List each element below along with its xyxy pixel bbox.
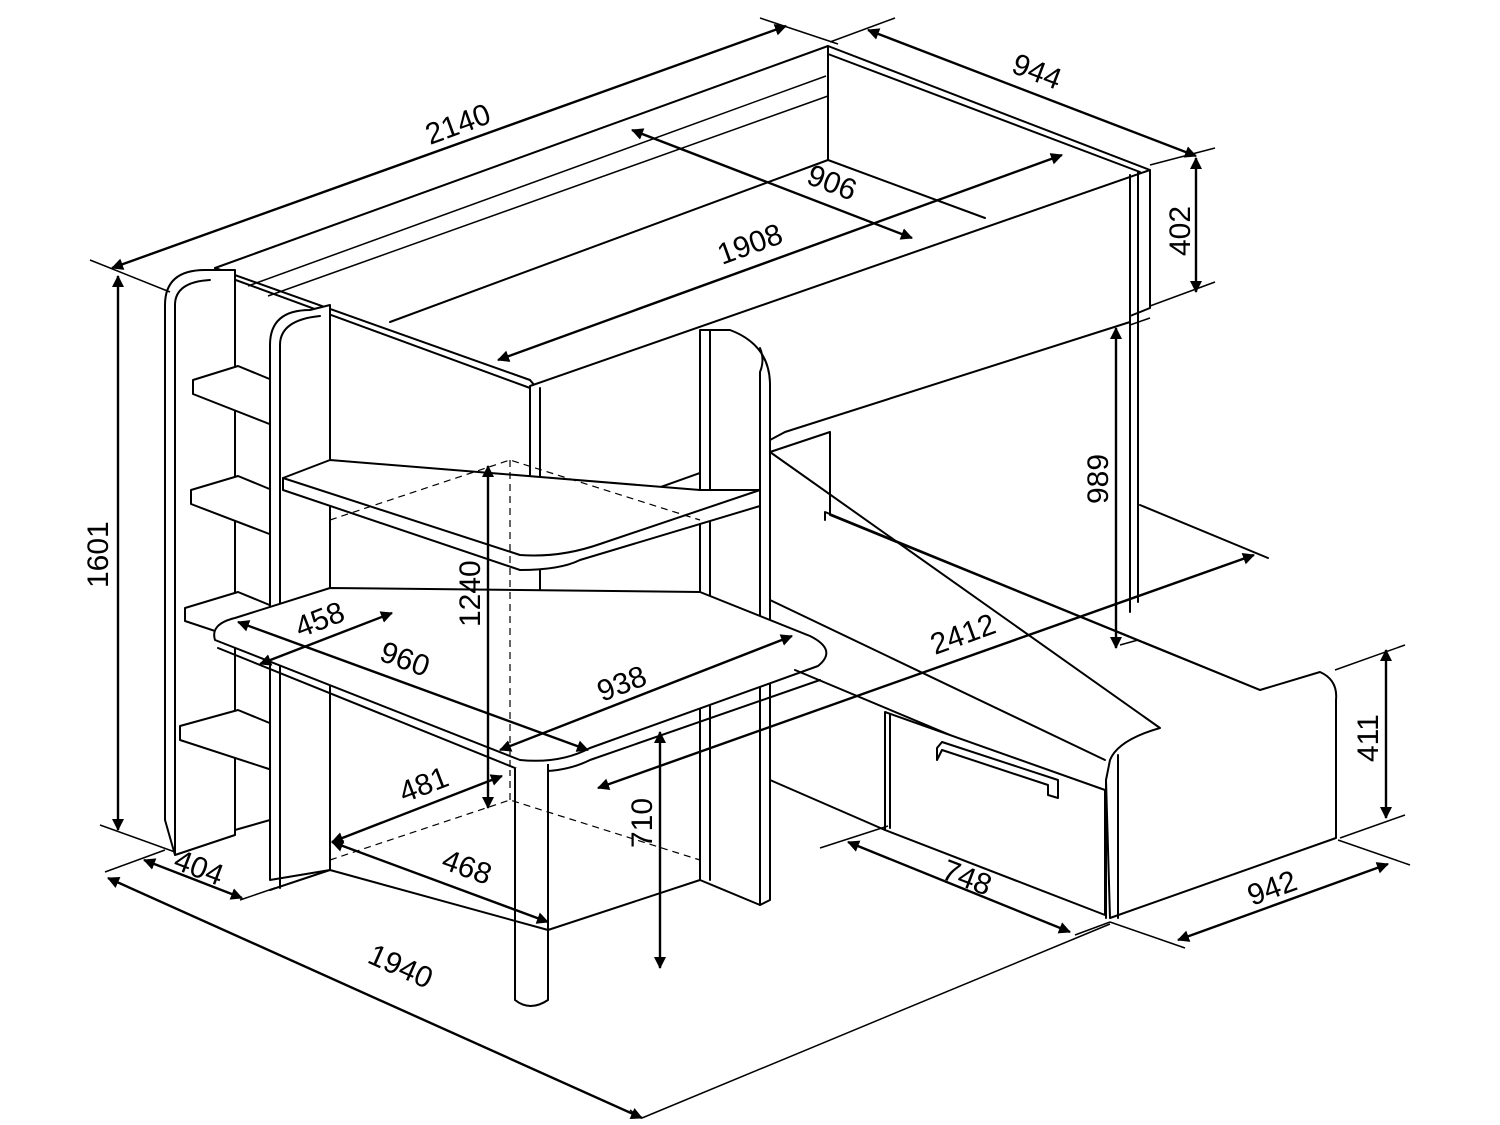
label-2412: 2412	[926, 608, 1000, 662]
furniture-drawing	[164, 45, 1338, 1007]
label-402: 402	[1164, 206, 1197, 256]
upper-bed-front-rail	[529, 169, 1151, 531]
label-1601: 1601	[82, 521, 115, 588]
dim-944-arrow	[867, 28, 1197, 158]
dim-748-arrow	[847, 840, 1071, 934]
label-411: 411	[1352, 714, 1385, 762]
dim-1908-arrow	[497, 153, 1063, 362]
drawer	[884, 711, 1106, 916]
desk-leg	[514, 764, 549, 1007]
label-1908: 1908	[713, 218, 787, 272]
dim-1940-floor-line	[641, 923, 1111, 1119]
label-989: 989	[1082, 454, 1115, 504]
label-942: 942	[1243, 864, 1301, 912]
dim-2412-arrow	[597, 553, 1255, 790]
upper-desk-shelf	[282, 459, 761, 571]
label-944: 944	[1007, 48, 1066, 97]
label-1240: 1240	[454, 560, 487, 627]
dim-2140-arrow	[111, 24, 787, 270]
label-1940: 1940	[363, 938, 437, 995]
label-481: 481	[395, 761, 454, 810]
dim-942-arrow	[1177, 862, 1389, 942]
dim-1940-arrow	[107, 876, 643, 1120]
dim-481-arrow	[331, 774, 503, 844]
label-710: 710	[626, 798, 659, 848]
dimension-arrows	[107, 24, 1392, 1120]
label-404: 404	[169, 844, 228, 893]
